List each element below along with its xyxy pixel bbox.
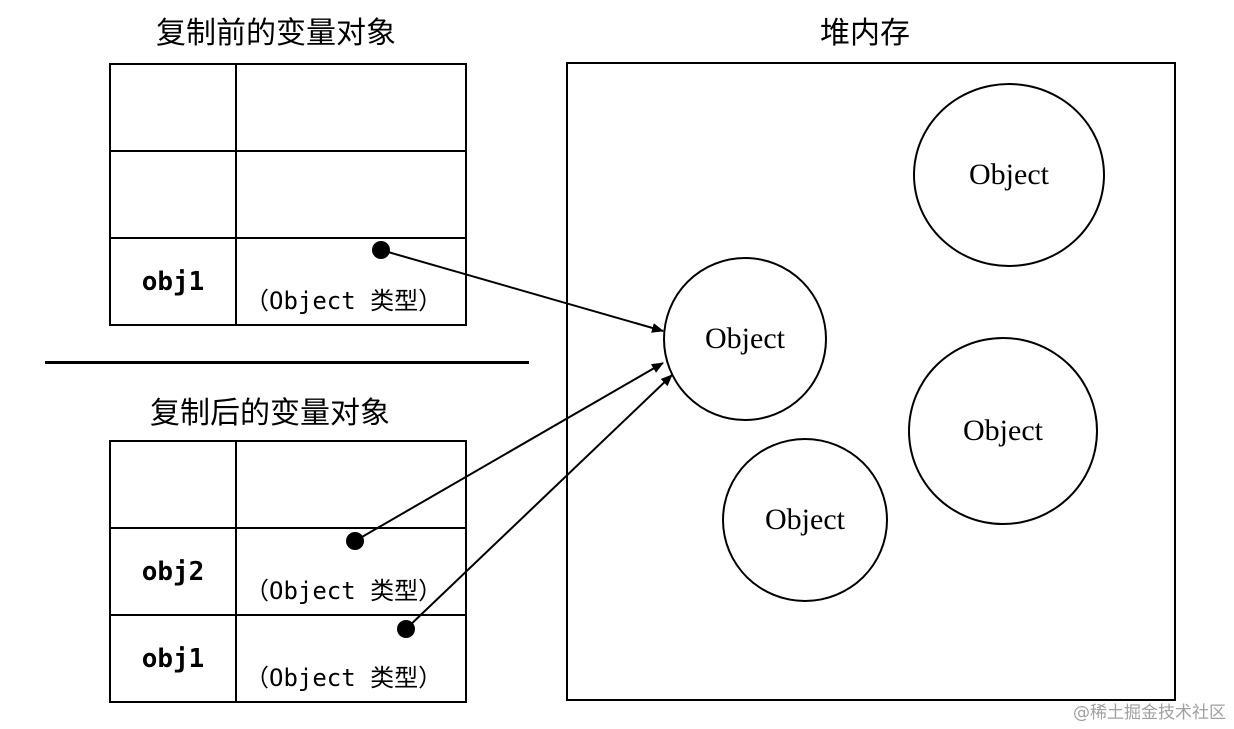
variable-value-cell [235,150,467,239]
after-variable-table: obj2 （Object 类型） obj1 （Object 类型） [109,440,467,703]
variable-name-obj1: obj1 [109,614,237,703]
variable-name-obj2: obj2 [109,527,237,616]
watermark-label: @稀土掘金技术社区 [1073,703,1226,723]
before-title: 复制前的变量对象 [156,16,396,51]
heap-object-referenced: Object [663,257,827,421]
table-row: obj1 （Object 类型） [109,614,467,703]
after-title: 复制后的变量对象 [150,396,390,431]
variable-name-cell [109,440,237,529]
table-row [109,63,467,152]
heap-object: Object [722,438,888,602]
variable-value-cell [235,63,467,152]
heap-title: 堆内存 [820,16,910,51]
table-row [109,150,467,239]
type-label: （Object 类型） [245,664,443,692]
variable-value-cell [235,440,467,529]
variable-name-cell [109,150,237,239]
table-row: obj1 （Object 类型） [109,237,467,326]
variable-value-cell: （Object 类型） [235,614,467,703]
before-variable-table: obj1 （Object 类型） [109,63,467,326]
section-divider [45,361,529,364]
heap-object: Object [913,83,1105,267]
variable-value-cell: （Object 类型） [235,527,467,616]
type-label: （Object 类型） [245,577,443,605]
variable-name-obj1: obj1 [109,237,237,326]
type-label: （Object 类型） [245,287,443,315]
table-row [109,440,467,529]
variable-name-cell [109,63,237,152]
variable-value-cell: （Object 类型） [235,237,467,326]
heap-object: Object [908,337,1098,525]
table-row: obj2 （Object 类型） [109,527,467,616]
